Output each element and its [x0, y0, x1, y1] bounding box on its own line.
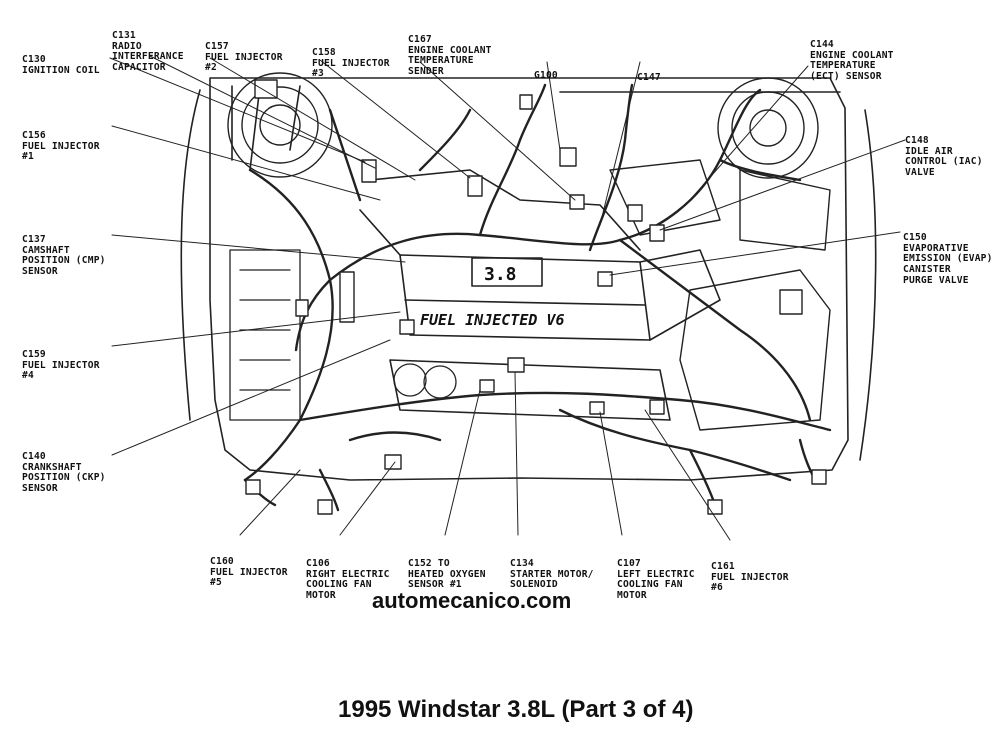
diagram-caption: 1995 Windstar 3.8L (Part 3 of 4) [338, 696, 694, 723]
strut-tower-left [717, 77, 819, 179]
engine-badge: 3.8 [484, 264, 517, 285]
engine-badge-group: 3.8 FUEL INJECTED V6 [420, 264, 565, 329]
watermark-text: automecanico.com [372, 588, 572, 613]
label-g100: G100 [534, 70, 558, 82]
leader-lines [109, 55, 906, 541]
label-c147: C147 [637, 72, 661, 84]
engine-compartment-outline [180, 77, 877, 481]
wiring-connectors [245, 79, 827, 515]
engine-intake-manifold [359, 169, 721, 421]
strut-tower-right [227, 72, 333, 178]
engine-text: FUEL INJECTED V6 [420, 311, 565, 329]
